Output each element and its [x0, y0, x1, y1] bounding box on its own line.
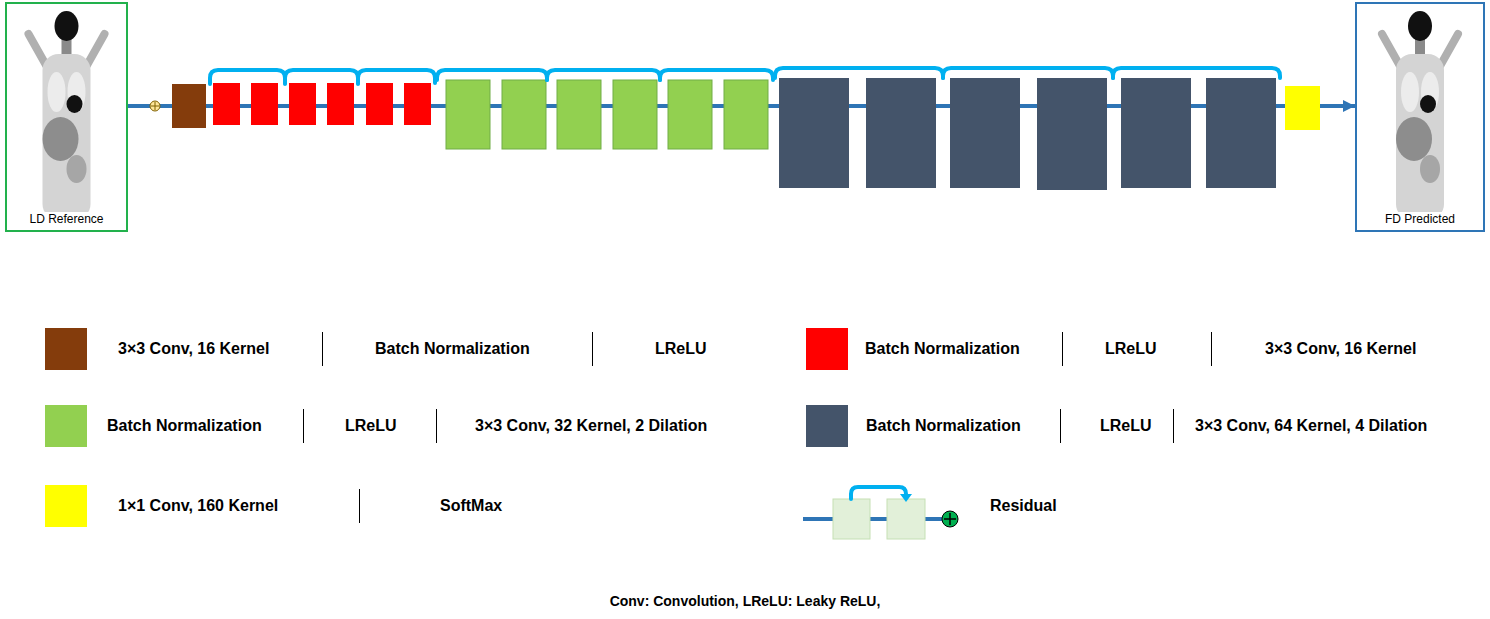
conv-block: [366, 83, 393, 125]
legend-part: LReLU: [1105, 339, 1157, 359]
pet-scan: [1382, 11, 1458, 220]
conv-block: [446, 80, 490, 149]
legend-separator: [1211, 332, 1212, 366]
panel-caption: FD Predicted: [1382, 212, 1458, 227]
legend-separator: [303, 409, 304, 443]
residual-arc: [210, 70, 285, 84]
legend-part: LReLU: [655, 339, 707, 359]
conv-block: [668, 80, 712, 149]
conv-block: [172, 84, 206, 128]
legend-entry: 1×1 Conv, 160 Kernel: [118, 496, 278, 516]
legend-separator: [1062, 332, 1063, 366]
green-blocks: [446, 80, 768, 149]
output-block: [1285, 86, 1320, 130]
legend-part: Batch Normalization: [375, 339, 530, 359]
residual-arc: [358, 70, 435, 84]
residual-arc: [943, 68, 1113, 78]
legend-text: LReLU: [1100, 417, 1152, 434]
conv-block: [213, 83, 240, 125]
legend-swatch: [806, 328, 848, 370]
legend-part: LReLU: [1100, 416, 1152, 436]
legend-entry: Batch Normalization: [866, 416, 1021, 436]
scan-image: [7, 4, 126, 230]
legend-entry: Batch Normalization: [107, 416, 262, 436]
legend-text: 3×3 Conv, 16 Kernel: [1265, 340, 1416, 357]
residual-arc: [1113, 68, 1280, 78]
conv-block: [613, 80, 657, 149]
residual-arc: [547, 70, 660, 80]
conv-block: [251, 83, 278, 125]
legend-swatch: [45, 328, 87, 370]
conv-block: [1121, 78, 1191, 188]
legend-part: 3×3 Conv, 64 Kernel, 4 Dilation: [1195, 416, 1427, 436]
conv-block: [1206, 78, 1276, 188]
legend-swatch: [806, 405, 848, 447]
conv-block: [724, 80, 768, 149]
legend-text: Batch Normalization: [107, 417, 262, 434]
conv-block: [1037, 78, 1107, 190]
conv-block: [327, 83, 354, 125]
legend-part: SoftMax: [440, 496, 502, 516]
conv-block: [557, 80, 601, 149]
conv-block: [502, 80, 546, 149]
image-panel: LD Reference: [5, 2, 128, 232]
scan-image: [1357, 4, 1483, 230]
red-blocks: [213, 83, 431, 125]
conv-block: [289, 83, 316, 125]
legend-entry: Batch Normalization: [865, 339, 1020, 359]
separator-group: [304, 332, 1212, 523]
legend-separator: [436, 409, 437, 443]
sum-symbol: [150, 101, 160, 111]
legend-separator: [322, 332, 323, 366]
legend-text: Residual: [990, 497, 1057, 514]
legend-part: Conv: Convolution, LReLU: Leaky ReLU,: [610, 591, 881, 611]
residual-arc: [775, 68, 943, 78]
legend-text: 1×1 Conv, 160 Kernel: [118, 497, 278, 514]
legend-entry: Residual: [990, 496, 1057, 516]
residual-arc: [660, 70, 773, 80]
legend-part: 3×3 Conv, 32 Kernel, 2 Dilation: [475, 416, 707, 436]
legend-text: 3×3 Conv, 16 Kernel: [118, 340, 269, 357]
input-block: [172, 84, 206, 128]
legend-text: LReLU: [655, 340, 707, 357]
conv-block: [866, 78, 936, 188]
legend-text: Batch Normalization: [866, 417, 1021, 434]
legend-text: LReLU: [345, 417, 397, 434]
image-panel: FD Predicted: [1355, 2, 1485, 232]
legend-text: Batch Normalization: [865, 340, 1020, 357]
conv-block: [950, 78, 1020, 188]
conv-block: [779, 78, 849, 188]
legend-text: LReLU: [1105, 340, 1157, 357]
panel-caption: LD Reference: [26, 212, 106, 227]
legend-part: 3×3 Conv, 16 Kernel: [1265, 339, 1416, 359]
residual-arc: [285, 70, 358, 84]
legend-part: LReLU: [345, 416, 397, 436]
dark-blocks: [779, 78, 1276, 190]
legend-text: 3×3 Conv, 32 Kernel, 2 Dilation: [475, 417, 707, 434]
legend-separator: [592, 332, 593, 366]
legend-text: Batch Normalization: [375, 340, 530, 357]
residual-arcs: [210, 68, 1280, 84]
legend-text: 3×3 Conv, 64 Kernel, 4 Dilation: [1195, 417, 1427, 434]
legend-swatch: [45, 405, 87, 447]
conv-block: [404, 83, 431, 125]
legend-entry: 3×3 Conv, 16 Kernel: [118, 339, 269, 359]
legend-text: Conv: Convolution, LReLU: Leaky ReLU,: [610, 593, 881, 609]
residual-arc: [437, 70, 547, 80]
legend-swatch: [45, 485, 87, 527]
residual-sample: [803, 487, 958, 539]
legend-separator: [1060, 409, 1061, 443]
legend-separator: [359, 489, 360, 523]
legend-separator: [1173, 409, 1174, 443]
pet-scan: [29, 11, 105, 220]
legend-text: SoftMax: [440, 497, 502, 514]
